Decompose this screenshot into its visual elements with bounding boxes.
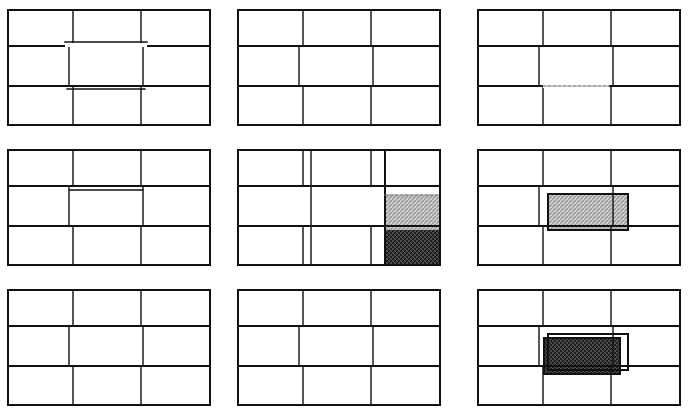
panel-r1c2 (238, 10, 440, 125)
panel-border (238, 290, 440, 405)
panel-r2c3 (478, 150, 680, 265)
panel-r2c1 (8, 150, 210, 265)
dark-hatched-block (544, 338, 620, 374)
dark-hatched-region (385, 230, 440, 265)
panel-r1c1 (8, 10, 210, 125)
panel-border (8, 10, 210, 125)
panel-border (238, 10, 440, 125)
panel-border (8, 150, 210, 265)
panel-r1c3 (478, 10, 680, 125)
panel-r3c2 (238, 290, 440, 405)
panel-border (8, 290, 210, 405)
gap (65, 43, 147, 47)
panels-layer (8, 10, 680, 405)
gray-hatched-block (548, 194, 628, 230)
gray-hatched-region (385, 195, 440, 230)
panel-r3c1 (8, 290, 210, 405)
panel-r2c2 (238, 150, 440, 265)
panel-border (478, 10, 680, 125)
panel-r3c3 (478, 290, 680, 405)
